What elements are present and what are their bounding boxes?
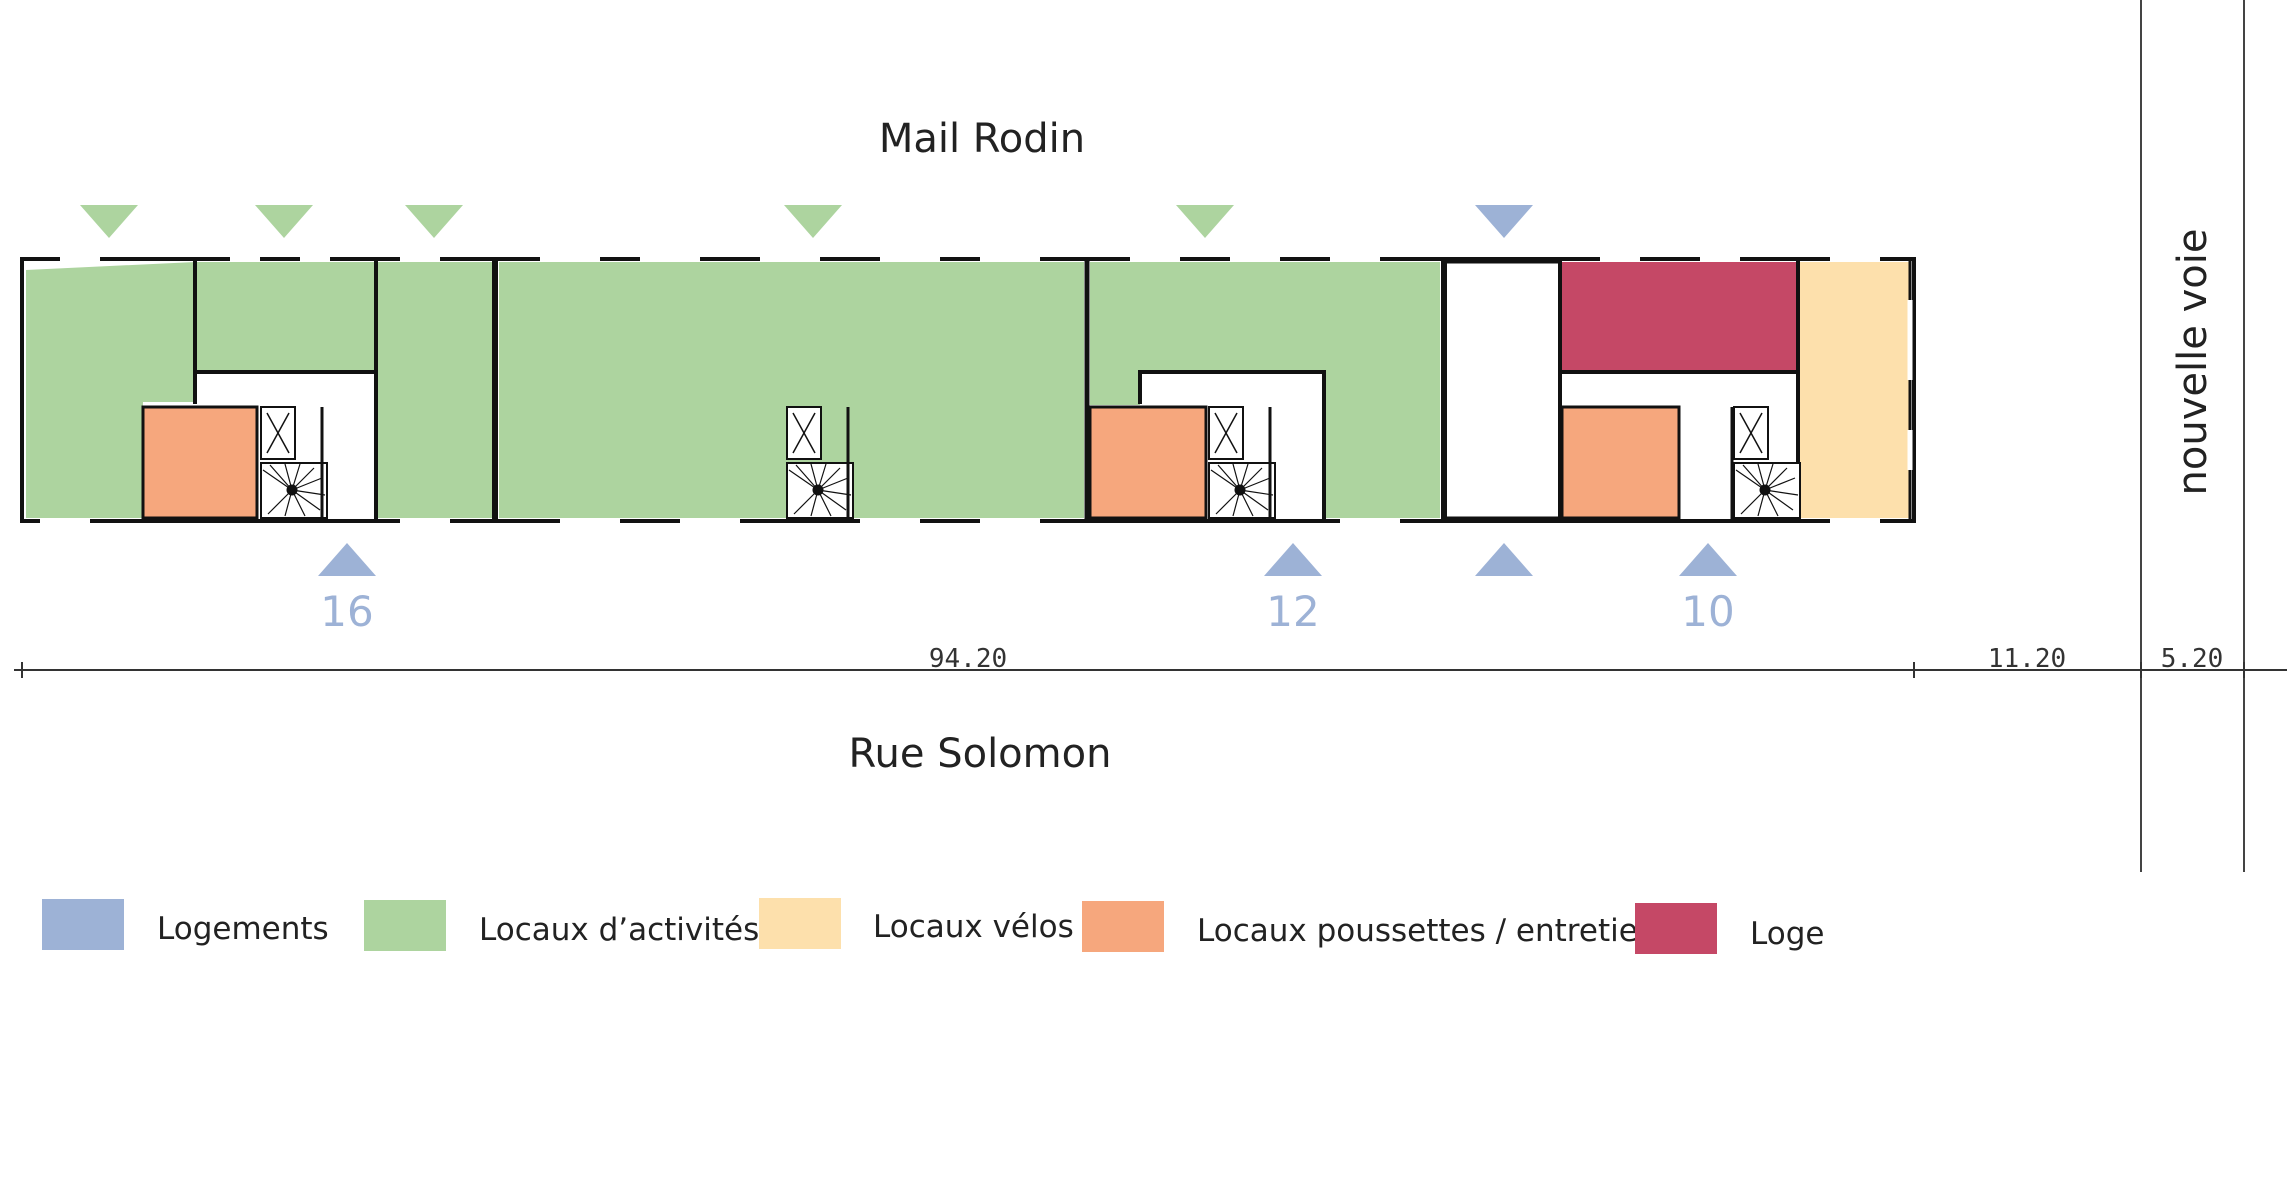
legend: Logements Locaux d’activités Locaux vélo… [42, 898, 1824, 954]
stair-core [1208, 406, 1276, 521]
dimension-label: 94.20 [929, 644, 1007, 674]
legend-swatch [364, 900, 446, 951]
activity-entrance-arrow [1176, 205, 1234, 238]
interior-walls [193, 259, 1912, 521]
legend-label: Loge [1750, 916, 1824, 952]
entrance-number: 10 [1681, 587, 1734, 636]
dimension-line [14, 662, 2287, 678]
entrance-number: 12 [1266, 587, 1319, 636]
activity-space [1090, 262, 1440, 518]
legend-label: Locaux vélos [873, 909, 1074, 945]
facade-windows [40, 256, 1913, 524]
legend-label: Locaux poussettes / entretien [1197, 913, 1657, 949]
legend-swatch [1082, 901, 1164, 952]
building-floor-plan [20, 256, 1916, 524]
legend-swatch [1635, 903, 1717, 954]
east-street-label: nouvelle voie [2170, 229, 2216, 496]
stroller-room [1088, 405, 1208, 520]
stair-core [260, 406, 328, 521]
south-street-label: Rue Solomon [849, 731, 1112, 777]
legend-swatch [42, 899, 124, 950]
activity-entrance-arrow [80, 205, 138, 238]
loge-space [1562, 262, 1796, 371]
activity-space [197, 262, 374, 370]
activity-entrance-arrow [255, 205, 313, 238]
stroller-room [141, 405, 259, 520]
bike-storage-space [1800, 262, 1910, 518]
housing-entrance-arrow [318, 543, 376, 576]
stroller-room [1560, 405, 1681, 520]
activity-entrance-markers [80, 205, 1234, 238]
housing-entrance-arrow [1475, 543, 1533, 576]
dimension-label: 5.20 [2161, 644, 2224, 674]
activity-entrance-arrow [405, 205, 463, 238]
housing-entrance-arrow [1679, 543, 1737, 576]
activity-space [378, 262, 492, 518]
housing-entrance-markers [318, 543, 1737, 576]
activity-space [26, 262, 195, 518]
legend-label: Logements [157, 911, 329, 947]
housing-entrance-arrow [1264, 543, 1322, 576]
dimension-label: 11.20 [1988, 644, 2066, 674]
stair-core [786, 406, 854, 521]
north-street-label: Mail Rodin [879, 116, 1085, 162]
activity-entrance-arrow [784, 205, 842, 238]
legend-label: Locaux d’activités [479, 912, 759, 948]
housing-entrance-arrow [1475, 205, 1533, 238]
entrance-number: 16 [320, 587, 373, 636]
stair-core [1730, 406, 1801, 521]
legend-swatch [759, 898, 841, 949]
